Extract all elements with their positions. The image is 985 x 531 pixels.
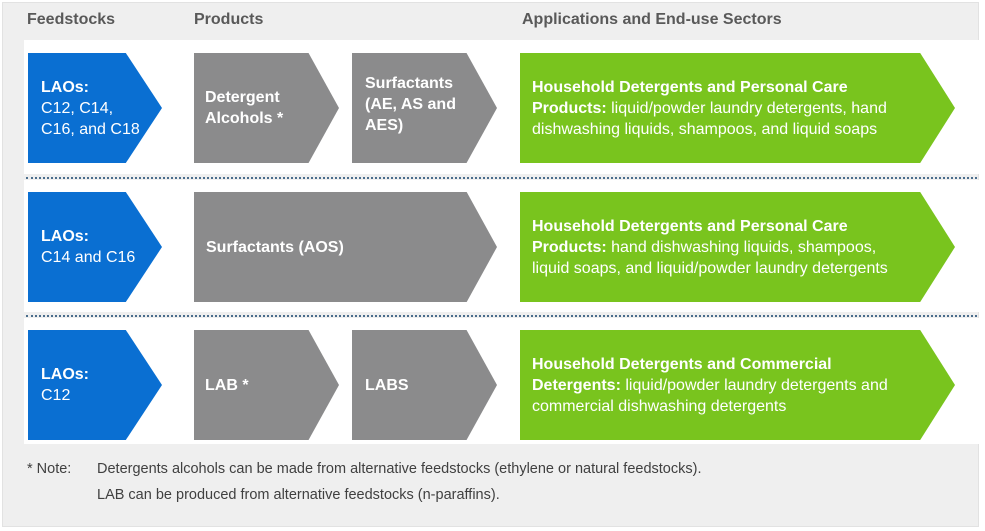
- row-separator: [26, 315, 977, 317]
- application-arrow: Household Detergents and Commercial Dete…: [520, 330, 955, 440]
- product-line: AES): [365, 117, 404, 134]
- product-arrow: Surfactants (AOS): [194, 192, 497, 302]
- feedstock-line: C12: [41, 387, 71, 404]
- feedstock-label: LAOs:: [41, 228, 89, 245]
- feedstock-line: C12, C14,: [41, 99, 114, 117]
- product-line: Alcohols *: [205, 110, 284, 127]
- application-text: dishwashing liquids, shampoos, and liqui…: [532, 120, 878, 138]
- product-arrow: Detergent Alcohols *: [194, 53, 339, 163]
- note-label: * Note:: [27, 461, 72, 477]
- application-text: liquid/powder laundry detergents and: [620, 376, 888, 394]
- application-text: hand dishwashing liquids, shampoos,: [606, 238, 877, 256]
- application-lead: Detergents:: [532, 376, 621, 394]
- application-text: commercial dishwashing detergents: [532, 397, 787, 415]
- application-lead: Products:: [532, 238, 607, 256]
- header-products: Products: [194, 11, 264, 28]
- feedstock-label: LAOs:: [41, 366, 89, 383]
- feedstock-line: C16, and C18: [41, 120, 140, 138]
- product-line: LABS: [365, 376, 409, 394]
- note-line: Detergents alcohols can be made from alt…: [97, 461, 702, 477]
- row-separator: [26, 177, 977, 179]
- product-arrow: Surfactants (AE, AS and AES): [352, 53, 497, 163]
- application-text: liquid/powder laundry detergents, hand: [606, 99, 887, 117]
- product-line: LAB *: [205, 376, 249, 394]
- product-arrow: LAB *: [194, 330, 339, 440]
- product-arrow: LABS: [352, 330, 497, 440]
- product-line: (AE, AS and: [365, 96, 456, 113]
- application-arrow: Household Detergents and Personal Care P…: [520, 53, 955, 163]
- product-line: Surfactants: [365, 75, 454, 92]
- application-title: Household Detergents and Commercial: [532, 355, 832, 373]
- application-title: Household Detergents and Personal Care: [532, 78, 848, 96]
- feedstock-line: C14 and C16: [41, 249, 136, 266]
- feedstock-label: LAOs:: [41, 78, 89, 96]
- application-lead: Products:: [532, 99, 607, 117]
- header-feedstocks: Feedstocks: [27, 11, 116, 28]
- application-text: liquid soaps, and liquid/powder laundry …: [532, 259, 888, 277]
- application-title: Household Detergents and Personal Care: [532, 217, 848, 235]
- header-applications: Applications and End-use Sectors: [522, 11, 782, 28]
- note-line: LAB can be produced from alternative fee…: [97, 487, 500, 503]
- product-line: Surfactants (AOS): [206, 238, 344, 256]
- application-arrow: Household Detergents and Personal Care P…: [520, 192, 955, 302]
- product-line: Detergent: [205, 89, 280, 106]
